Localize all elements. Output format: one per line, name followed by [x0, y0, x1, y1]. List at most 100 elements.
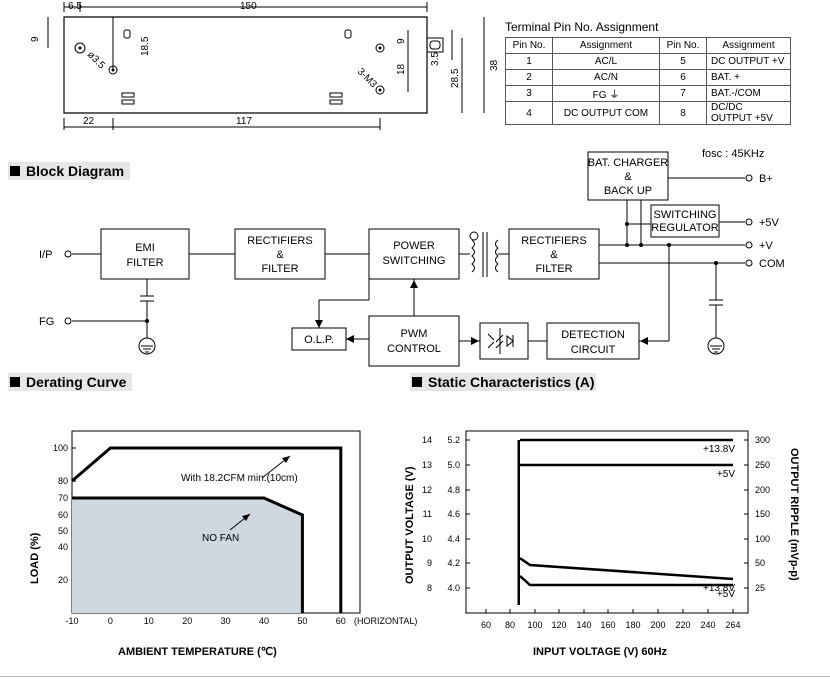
y-tick-label-right: 100 — [755, 534, 770, 544]
series-line — [519, 575, 733, 587]
rect1-label: & — [276, 249, 284, 261]
x-tick-label: 40 — [259, 616, 269, 626]
y-tick-label: 60 — [58, 510, 68, 520]
block-diagram-title-bar — [8, 162, 130, 180]
y-tick-label-inner: 5.2 — [447, 435, 460, 445]
table-row: 4 DC OUTPUT COM 8 DC/DC OUTPUT +5V — [505, 101, 791, 125]
derating-x-extra: (HORIZONTAL) — [354, 616, 417, 626]
y-tick-label-right: 25 — [755, 583, 765, 593]
5v-label: +5V — [759, 217, 780, 229]
y-tick-label: 70 — [58, 493, 68, 503]
x-tick-label: 10 — [144, 616, 154, 626]
bplus-label: B+ — [759, 173, 773, 185]
pwm-label: CONTROL — [387, 343, 441, 355]
com-label: COM — [759, 258, 785, 270]
x-tick-label: 180 — [625, 620, 640, 630]
static-frame — [465, 430, 749, 614]
y-tick-label: 20 — [58, 575, 68, 585]
switching-regulator-block — [650, 204, 720, 238]
assignment-cell: DC/DC OUTPUT +5V — [706, 101, 791, 125]
pin-table-title: Terminal Pin No. Assignment — [505, 20, 659, 34]
derating-title-bar — [8, 373, 132, 391]
detection-label: CIRCUIT — [571, 344, 616, 356]
fosc-label: fosc : 45KHz — [702, 148, 764, 160]
annotation-fan: With 18.2CFM min.(10cm) — [181, 473, 298, 484]
block-diagram-title: Block Diagram — [10, 163, 124, 179]
y-tick-label-outer: 8 — [427, 583, 432, 593]
y-tick-label: 100 — [53, 443, 68, 453]
y-tick-label-outer: 10 — [422, 534, 432, 544]
dim-3-5: 3.5 — [430, 52, 441, 66]
static-y-label-right: OUTPUT RIPPLE (mVp-p) — [788, 448, 800, 581]
y-tick-label-inner: 4.2 — [447, 558, 460, 568]
detection-label: DETECTION — [561, 329, 625, 341]
bat-charger-block — [587, 151, 669, 201]
x-tick-label: 60 — [481, 620, 491, 630]
pin-cell: 8 — [659, 101, 707, 125]
static-y-label-left: OUTPUT VOLTAGE (V) — [404, 466, 416, 584]
y-tick-label-right: 200 — [755, 485, 770, 495]
x-tick-label: -10 — [65, 616, 78, 626]
terminal-fg — [64, 317, 72, 325]
pwm-label: PWM — [401, 328, 428, 340]
derating-y-label: LOAD (%) — [29, 532, 41, 584]
fg-label: FG — [39, 316, 54, 328]
derating-title: Derating Curve — [10, 374, 126, 390]
x-tick-label: 20 — [182, 616, 192, 626]
x-tick-label: 0 — [108, 616, 113, 626]
y-tick-label-outer: 13 — [422, 460, 432, 470]
x-tick-label: 240 — [700, 620, 715, 630]
olp-label: O.L.P. — [304, 334, 334, 346]
plusv-label: +V — [759, 240, 773, 252]
switching-reg-label: SWITCHING — [654, 209, 717, 221]
power-label: SWITCHING — [383, 255, 446, 267]
power-label: POWER — [393, 240, 435, 252]
dim-117: 117 — [236, 116, 252, 127]
dim-28-5: 28.5 — [450, 68, 461, 88]
x-tick-label: 264 — [725, 620, 740, 630]
terminal-5v — [745, 218, 753, 226]
bat-label: BAT. CHARGER — [588, 157, 669, 169]
y-tick-label-inner: 4.0 — [447, 583, 460, 593]
y-tick-label: 50 — [58, 526, 68, 536]
pin-cell: 4 — [505, 101, 553, 125]
rect2-label: FILTER — [535, 263, 572, 275]
terminal-plus-v — [745, 241, 753, 249]
series-label: +13.8V — [703, 583, 735, 594]
x-tick-label: 80 — [505, 620, 515, 630]
x-tick-label: 100 — [527, 620, 542, 630]
bat-label: & — [624, 171, 632, 183]
dim-150: 150 — [240, 1, 257, 12]
assignment-cell: DC OUTPUT COM — [552, 101, 660, 125]
ip-label: I/P — [39, 249, 52, 261]
static-title-bar — [410, 373, 596, 391]
y-tick-label: 40 — [58, 542, 68, 552]
x-tick-label: 160 — [600, 620, 615, 630]
x-tick-label: 220 — [675, 620, 690, 630]
y-tick-label: 80 — [58, 476, 68, 486]
emi-label: FILTER — [126, 257, 163, 269]
series-line — [519, 557, 734, 581]
y-tick-label-right: 50 — [755, 558, 765, 568]
x-tick-label: 120 — [551, 620, 566, 630]
y-tick-label-right: 150 — [755, 509, 770, 519]
static-title: Static Characteristics (A) — [412, 374, 595, 390]
y-tick-label-outer: 14 — [422, 435, 432, 445]
no-fan-area — [72, 498, 303, 613]
terminal-ip — [64, 250, 72, 258]
rect2-label: RECTIFIERS — [521, 235, 586, 247]
y-tick-label-inner: 4.8 — [447, 485, 460, 495]
series-fan-line — [71, 446, 343, 613]
static-x-label: INPUT VOLTAGE (V) 60Hz — [533, 646, 668, 658]
series-label: +13.8V — [703, 444, 735, 455]
x-tick-label: 60 — [336, 616, 346, 626]
dim-22: 22 — [83, 116, 95, 127]
terminal-bplus — [745, 174, 753, 182]
bat-label: BACK UP — [604, 185, 652, 197]
table-row: 2 AC/N 6 BAT. + — [505, 69, 791, 86]
dim-9-left: 9 — [30, 36, 41, 42]
x-tick-label: 140 — [576, 620, 591, 630]
y-tick-label-inner: 5.0 — [447, 460, 460, 470]
